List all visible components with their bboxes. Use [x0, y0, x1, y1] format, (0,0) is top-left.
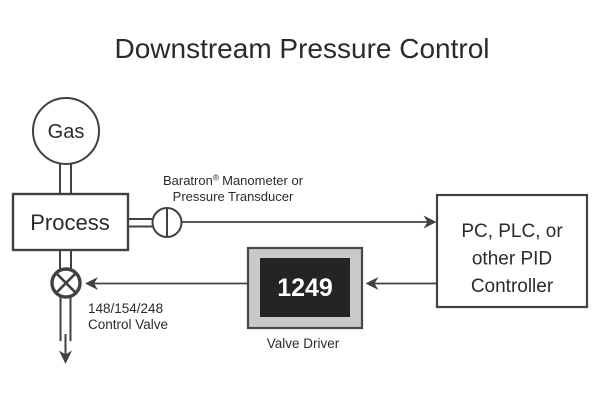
driver-model-label: 1249: [277, 274, 333, 302]
process-node: Process: [11, 192, 130, 252]
transducer-suffix: Manometer or: [222, 173, 304, 188]
pipe-process-to-transducer: [127, 218, 156, 228]
control-valve-node: 148/154/248 Control Valve: [50, 267, 168, 332]
left-arrow-icon: [85, 277, 98, 290]
right-arrow-icon: [423, 215, 437, 229]
signal-controller-to-driver: [365, 277, 437, 290]
process-label: Process: [30, 210, 109, 235]
valve-x-line: [55, 272, 77, 294]
pipe-valve-outlet: [59, 295, 72, 364]
valve-driver-node: 1249 Valve Driver: [246, 246, 364, 351]
transducer-label-line2: Pressure Transducer: [173, 189, 294, 204]
transducer-node: Baratron®Manometer or Pressure Transduce…: [151, 173, 304, 238]
valve-label-line2: Control Valve: [88, 317, 168, 332]
driver-caption: Valve Driver: [267, 336, 340, 351]
controller-label-line3: Controller: [471, 276, 554, 297]
gas-source-node: Gas: [32, 97, 100, 165]
controller-node: PC, PLC, or other PID Controller: [435, 193, 589, 309]
valve-label-line1: 148/154/248: [88, 301, 163, 316]
transducer-label-line1: Baratron®Manometer or: [163, 173, 304, 189]
signal-transducer-to-controller: [182, 215, 437, 229]
down-arrow-icon: [59, 350, 72, 364]
controller-label-line2: other PID: [472, 249, 552, 270]
controller-box: [435, 193, 589, 309]
transducer-brand: Baratron: [163, 173, 213, 188]
driver-screen: [260, 258, 350, 317]
controller-label-line1: PC, PLC, or: [461, 221, 563, 242]
diagram-title: Downstream Pressure Control: [114, 33, 489, 64]
signal-driver-to-valve: [85, 277, 248, 290]
registered-mark: ®: [213, 173, 220, 183]
left-arrow-icon: [365, 277, 379, 290]
gas-circle: [32, 97, 100, 165]
gas-label: Gas: [48, 121, 85, 143]
process-box: [11, 192, 130, 252]
